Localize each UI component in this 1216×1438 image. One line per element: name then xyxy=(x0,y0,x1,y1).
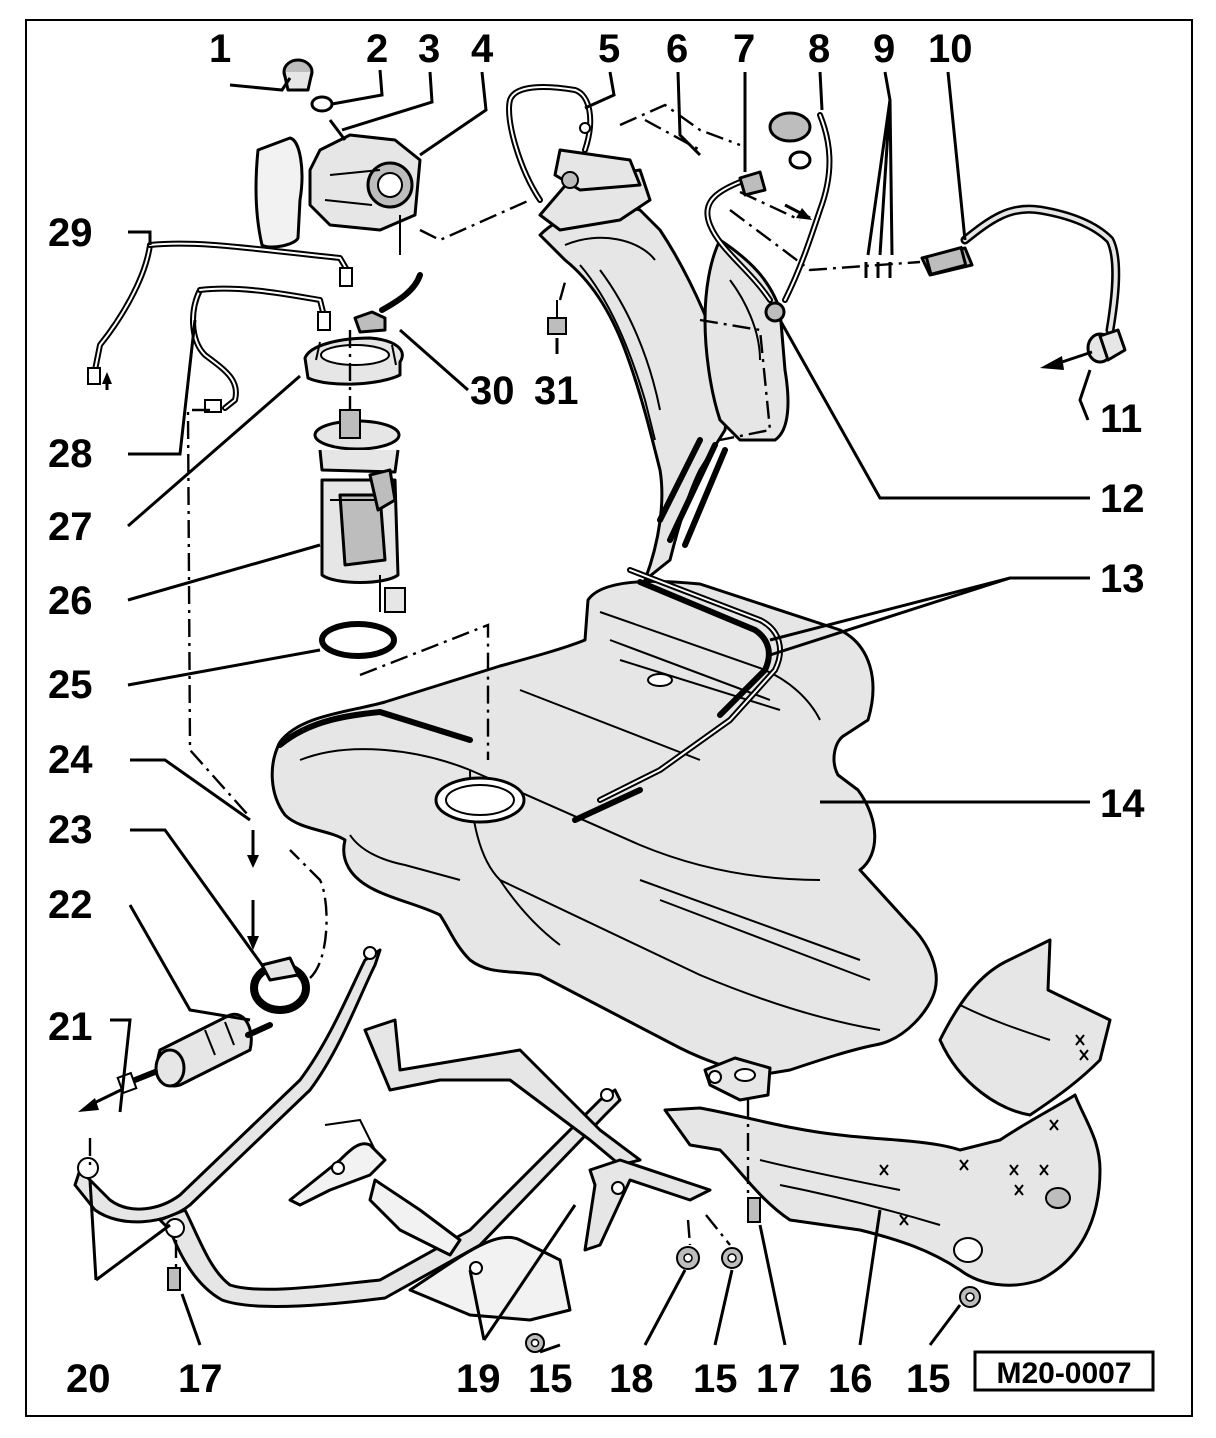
direction-arrow-icon xyxy=(1040,356,1064,370)
callout-10: 10 xyxy=(928,27,973,71)
callout-1: 1 xyxy=(209,27,231,71)
callout-30: 30 xyxy=(470,369,515,413)
callout-17-a: 17 xyxy=(178,1357,223,1401)
callout-18: 18 xyxy=(609,1357,654,1401)
callout-14: 14 xyxy=(1100,782,1145,826)
callout-7: 7 xyxy=(733,27,755,71)
filter-clamp xyxy=(250,956,310,1014)
callout-5: 5 xyxy=(598,27,620,71)
callout-19: 19 xyxy=(456,1357,501,1401)
callout-16: 16 xyxy=(828,1357,873,1401)
nut-18 xyxy=(676,1246,700,1270)
nut-15-left xyxy=(525,1333,545,1353)
retaining-pin xyxy=(328,119,347,141)
pump-flange xyxy=(87,240,423,413)
tank-straps xyxy=(73,946,712,1322)
seal-ring xyxy=(319,621,397,659)
direction-arrow-icon xyxy=(247,936,259,950)
callout-15-a: 15 xyxy=(528,1357,573,1401)
callout-11: 11 xyxy=(1100,397,1142,441)
callouts: 1 2 3 4 5 6 7 8 9 10 11 12 13 14 15 15 1… xyxy=(48,27,1145,1401)
direction-arrow-icon xyxy=(247,855,259,868)
filler-neck xyxy=(538,168,790,582)
callout-26: 26 xyxy=(48,579,93,623)
nut-15-center xyxy=(721,1247,743,1269)
reference-code: M20-0007 xyxy=(996,1357,1131,1390)
callout-15-c: 15 xyxy=(906,1357,951,1401)
callout-29: 29 xyxy=(48,211,93,255)
callout-13: 13 xyxy=(1100,557,1145,601)
callout-6: 6 xyxy=(666,27,688,71)
vent-lines xyxy=(277,567,783,823)
callout-15-b: 15 xyxy=(693,1357,738,1401)
callout-4: 4 xyxy=(471,27,494,71)
nut-31 xyxy=(547,300,567,335)
reference-code-box: M20-0007 xyxy=(973,1350,1155,1392)
bolt-17-right xyxy=(747,1197,761,1223)
filler-cap-housing xyxy=(254,133,422,255)
callout-20: 20 xyxy=(66,1357,111,1401)
callout-25: 25 xyxy=(48,663,93,707)
direction-arrow-icon xyxy=(796,208,812,220)
callout-24: 24 xyxy=(48,738,93,782)
callout-23: 23 xyxy=(48,808,93,852)
callout-22: 22 xyxy=(48,883,93,927)
leader-lines xyxy=(88,69,1092,1354)
breather-hose xyxy=(506,84,642,203)
bolt-17-left xyxy=(167,1267,181,1291)
callout-17-b: 17 xyxy=(756,1357,801,1401)
callout-9: 9 xyxy=(873,27,895,71)
fuel-pump-sender xyxy=(313,409,406,613)
nut-15-right xyxy=(959,1286,981,1308)
callout-3: 3 xyxy=(418,27,440,71)
callout-12: 12 xyxy=(1100,477,1145,521)
callout-21: 21 xyxy=(48,1005,93,1049)
o-ring xyxy=(310,95,334,113)
heat-shield xyxy=(663,938,1112,1287)
callout-28: 28 xyxy=(48,432,93,476)
direction-arrow-icon xyxy=(102,372,112,384)
vent-valve-hose xyxy=(704,111,1127,364)
filler-cap xyxy=(282,58,314,92)
direction-arrow-icon xyxy=(78,1098,99,1112)
callout-2: 2 xyxy=(366,27,388,71)
callout-27: 27 xyxy=(48,505,93,549)
callout-8: 8 xyxy=(808,27,830,71)
callout-31: 31 xyxy=(534,369,579,413)
